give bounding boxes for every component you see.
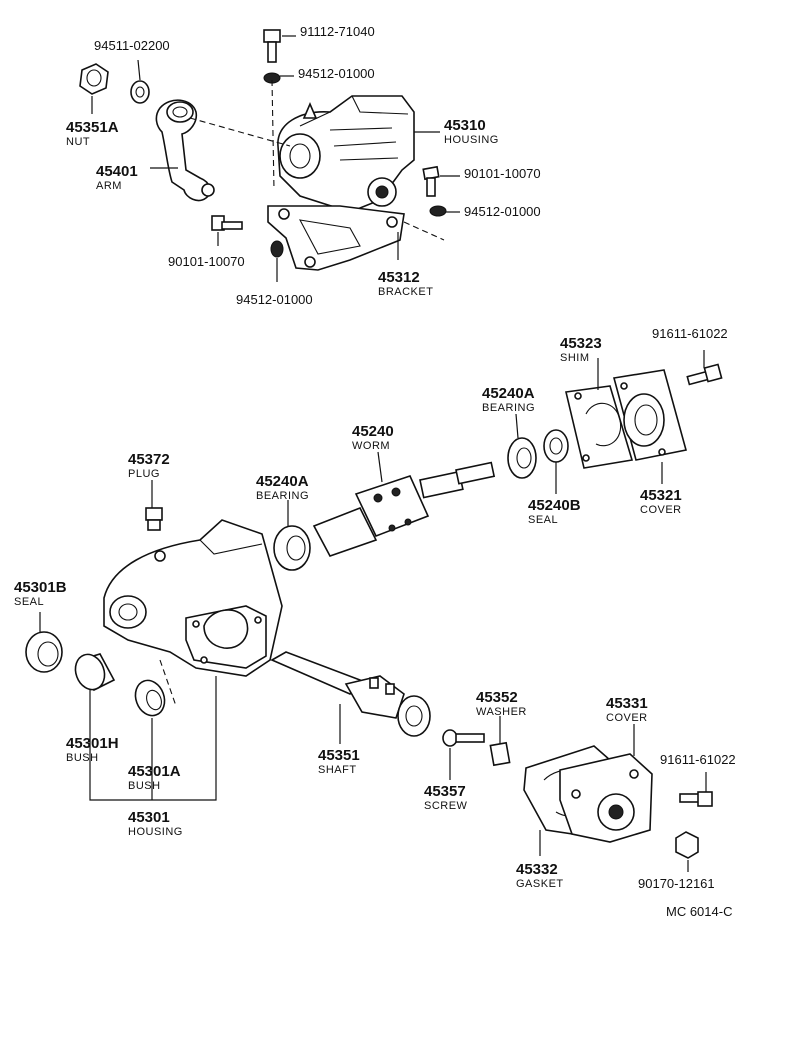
label-45301h-name: BUSH [66,752,99,764]
label-45301: 45301 [128,809,170,826]
label-45351a-name: NUT [66,136,90,148]
label-45301h: 45301H [66,735,119,752]
label-91112-71040: 91112-71040 [300,24,375,39]
label-45357-name: SCREW [424,800,468,812]
cover-45331-drawing [559,753,653,843]
washer-94512-bottom-drawing [270,240,284,258]
shaft-45351-drawing [270,651,431,737]
label-45301-name: HOUSING [128,826,183,838]
label-45240a-left-name: BEARING [256,490,309,502]
label-45352: 45352 [476,689,518,706]
cover-45321-drawing [612,369,687,461]
label-45240a-top-name: BEARING [482,402,535,414]
label-45332: 45332 [516,861,558,878]
housing-45310-drawing [277,95,415,213]
seal-45301b-drawing [25,631,63,673]
label-45372-name: PLUG [128,468,160,480]
label-90170-12161: 90170-12161 [638,876,715,891]
label-45323: 45323 [560,335,602,352]
bottom-assembly [25,363,723,859]
bolt-90101-left-drawing [211,215,243,231]
label-45301a-name: BUSH [128,780,161,792]
diagram-id: MC 6014-C [666,904,732,919]
label-45331: 45331 [606,695,648,712]
label-90101-10070-a: 90101-10070 [464,166,541,181]
label-45351-name: SHAFT [318,764,357,776]
seal-45240b-drawing [543,429,569,463]
label-90101-10070-b: 90101-10070 [168,254,245,269]
label-45351a: 45351A [66,119,119,136]
screw-45357-drawing [442,729,485,747]
label-45323-name: SHIM [560,352,590,364]
label-45240: 45240 [352,423,394,440]
label-45332-name: GASKET [516,878,564,890]
label-45312: 45312 [378,269,420,286]
washer-94511-drawing [130,80,150,104]
label-94512-01000-a: 94512-01000 [298,66,375,81]
label-45357: 45357 [424,783,466,800]
nut-90170-drawing [675,831,699,859]
label-45372: 45372 [128,451,170,468]
arm-45401-drawing [155,99,215,202]
bolt-91112-drawing [263,29,281,63]
labels: 94511-02200 45351A NUT 45401 ARM 91112-7… [14,24,736,919]
bolt-90101-right-drawing [422,165,440,197]
label-45321-name: COVER [640,504,682,516]
label-94511-02200: 94511-02200 [94,38,170,53]
label-45321: 45321 [640,487,682,504]
leader-lines [39,35,707,872]
label-45240a-top: 45240A [482,385,535,402]
label-91611-61022-b: 91611-61022 [660,752,736,767]
label-45301b: 45301B [14,579,67,596]
bracket-45312-drawing [267,205,405,271]
top-assembly [79,29,447,271]
washer-94512-right-drawing [429,205,447,217]
label-45401-name: ARM [96,180,122,192]
label-45301a: 45301A [128,763,181,780]
nut-45351a-drawing [79,63,109,95]
label-45240a-left: 45240A [256,473,309,490]
label-45401: 45401 [96,163,138,180]
bearing-45240a-left-drawing [273,525,311,571]
label-45351: 45351 [318,747,360,764]
label-45310: 45310 [444,117,486,134]
label-45240b: 45240B [528,497,581,514]
washer-45352-drawing [489,741,511,767]
worm-45240-drawing [312,461,496,557]
bolt-91611-top-drawing [686,363,723,386]
bush-45301h-drawing [74,653,116,692]
label-45310-name: HOUSING [444,134,499,146]
label-91611-61022-a: 91611-61022 [652,326,728,341]
label-94512-01000-c: 94512-01000 [236,292,313,307]
housing-45301-drawing [103,519,283,677]
bush-45301a-drawing [134,679,166,717]
label-45240-name: WORM [352,440,390,452]
label-45240b-name: SEAL [528,514,558,526]
bolt-91611-bottom-drawing [679,791,713,807]
shim-45323-drawing [565,385,634,469]
label-45301b-name: SEAL [14,596,44,608]
label-45312-name: BRACKET [378,286,433,298]
bearing-45240a-top-drawing [507,437,537,479]
label-45331-name: COVER [606,712,648,724]
label-45352-name: WASHER [476,706,527,718]
plug-45372-drawing [145,507,163,531]
label-94512-01000-b: 94512-01000 [464,204,541,219]
